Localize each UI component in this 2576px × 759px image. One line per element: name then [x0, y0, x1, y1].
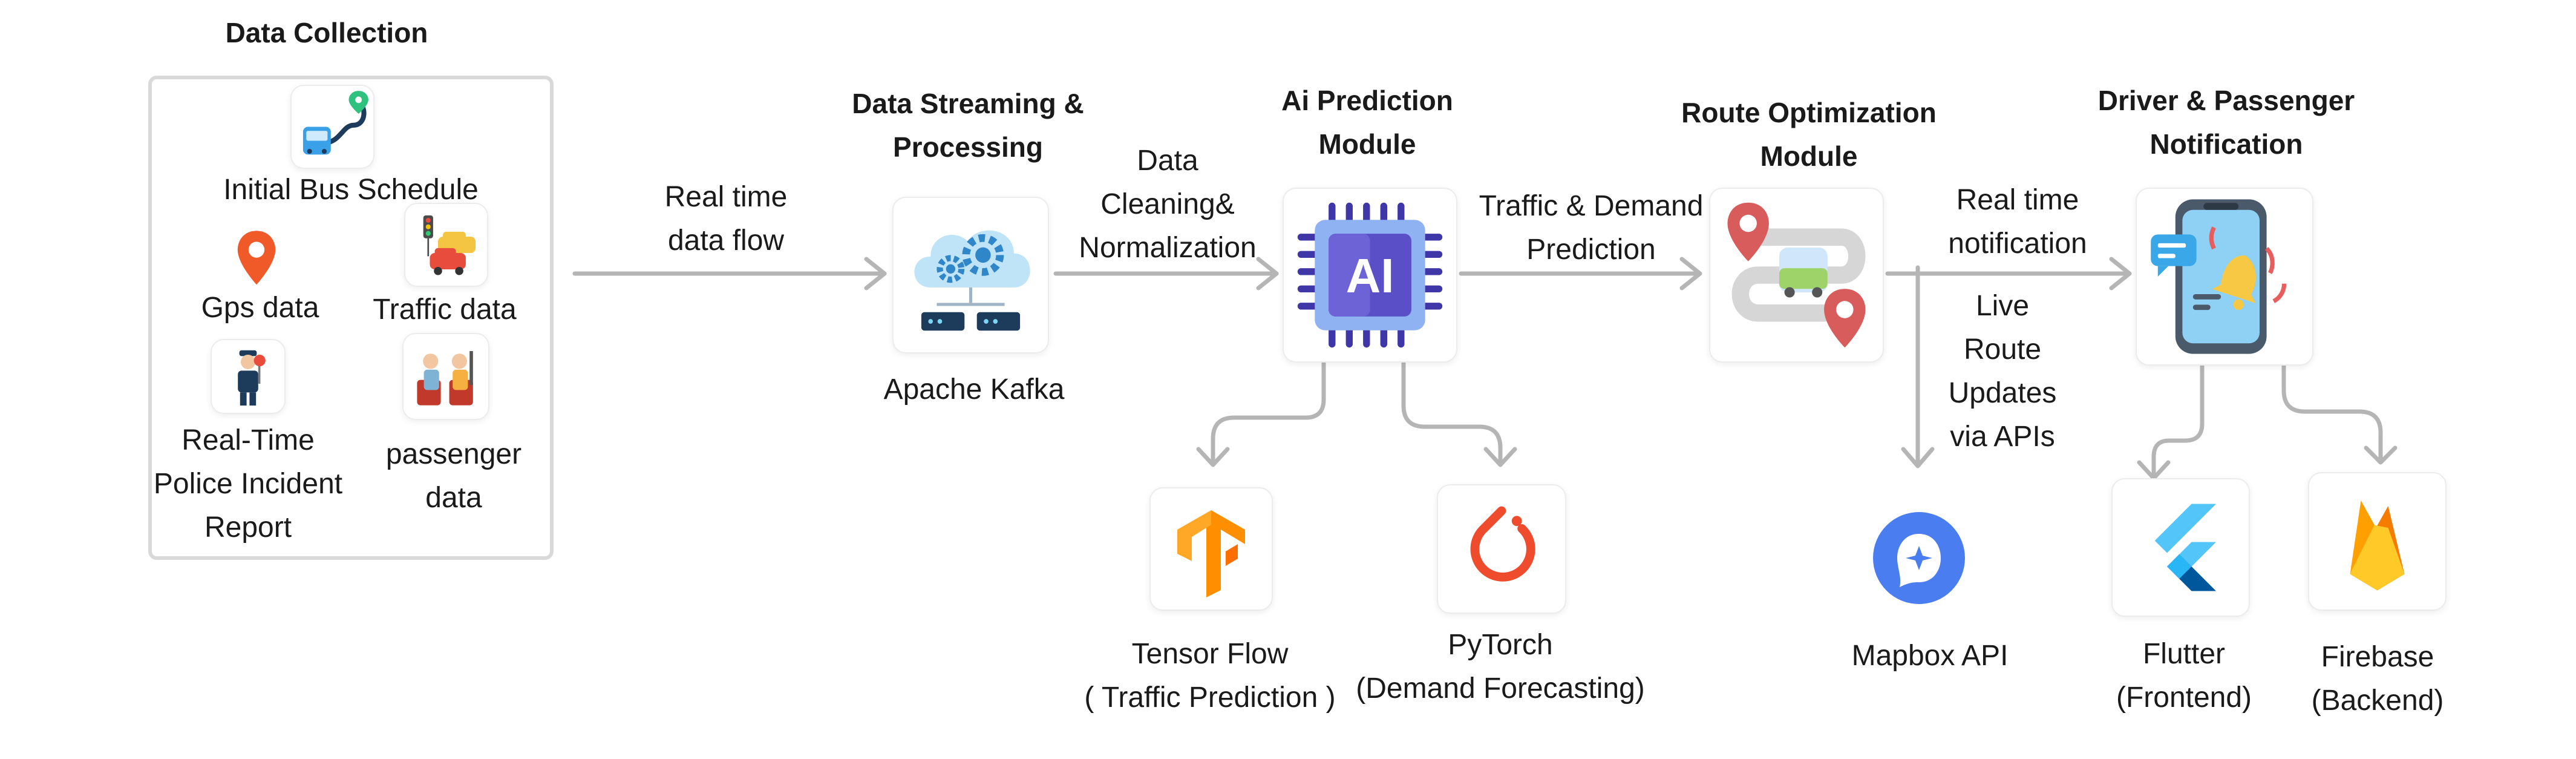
- firebase-line2: (Backend): [2311, 685, 2444, 717]
- realtime-notification-line1: Real time: [1956, 184, 2079, 216]
- notification-title-line1: Driver & Passenger: [2097, 85, 2355, 116]
- arrow-prediction-to-routing: [1459, 257, 1702, 291]
- tensorflow-icon: [1149, 487, 1273, 611]
- realtime-notification-label: Real time notification: [1912, 179, 2123, 266]
- arrow-routing-to-notification: [1885, 257, 2132, 291]
- streaming-title-line1: Data Streaming &: [852, 88, 1084, 119]
- realtime-notification-line2: notification: [1948, 228, 2087, 260]
- arrow-notification-to-flutter: [2137, 362, 2205, 481]
- routing-title: Route Optimization Module: [1670, 91, 1948, 178]
- streaming-title-line2: Processing: [893, 131, 1043, 163]
- collection-title: Data Collection: [225, 17, 428, 48]
- cleaning-label: Data Cleaning& Normalization: [1059, 139, 1277, 270]
- arrow-notification-to-firebase: [2281, 358, 2398, 465]
- passenger-label-line2: data: [425, 482, 482, 514]
- live-updates-line2: Route: [1963, 334, 2042, 366]
- routing-title-line2: Module: [1760, 140, 1858, 172]
- streaming-title: Data Streaming & Processing: [829, 82, 1107, 169]
- passenger-label-line1: passenger: [385, 438, 522, 470]
- traffic-demand-line2: Prediction: [1526, 234, 1656, 266]
- tensorflow-line1: Tensor Flow: [1131, 638, 1289, 670]
- arrow-streaming-to-prediction: [1053, 257, 1279, 291]
- firebase-line1: Firebase: [2321, 641, 2434, 673]
- phone-notification-icon: [2136, 188, 2313, 366]
- firebase-label: Firebase (Backend): [2287, 636, 2468, 723]
- prediction-title-line1: Ai Prediction: [1281, 85, 1453, 116]
- police-label-line3: Report: [204, 511, 292, 544]
- tensorflow-line2: ( Traffic Prediction ): [1084, 682, 1336, 714]
- arrow-prediction-to-tensorflow: [1196, 356, 1326, 467]
- live-updates-line4: via APIs: [1950, 421, 2055, 453]
- arrow-prediction-to-pytorch: [1401, 356, 1517, 467]
- flutter-label: Flutter (Frontend): [2087, 632, 2281, 720]
- gps-pin-icon: [219, 221, 294, 296]
- flutter-line2: (Frontend): [2116, 682, 2252, 714]
- realtime-flow-line2: data flow: [667, 225, 785, 257]
- pytorch-label: PyTorch (Demand Forecasting): [1349, 623, 1652, 711]
- cleaning-line2: Cleaning&: [1100, 188, 1235, 220]
- traffic-demand-line1: Traffic & Demand: [1479, 190, 1704, 222]
- arrow-live-updates-to-mapbox: [1901, 265, 1935, 468]
- kafka-server-icon: [892, 197, 1049, 353]
- pytorch-icon: [1437, 484, 1566, 614]
- flutter-line1: Flutter: [2142, 638, 2226, 670]
- notification-title-line2: Notification: [2149, 128, 2303, 160]
- ai-chip-text: AI: [1346, 249, 1394, 303]
- realtime-flow-label: Real time data flow: [617, 176, 835, 263]
- live-updates-label: Live Route Updates via APIs: [1924, 284, 2081, 459]
- routing-title-line1: Route Optimization: [1681, 97, 1937, 128]
- police-label-line2: Police Incident: [153, 468, 343, 500]
- notification-title: Driver & Passenger Notification: [2081, 79, 2372, 166]
- mapbox-icon: [1857, 496, 1981, 620]
- police-label-line1: Real-Time: [181, 424, 315, 456]
- prediction-title: Ai Prediction Module: [1240, 79, 1494, 166]
- traffic-icon: [404, 203, 488, 287]
- traffic-label: Traffic data: [373, 294, 517, 326]
- gps-label: Gps data: [201, 292, 319, 324]
- cleaning-line1: Data: [1137, 145, 1198, 177]
- mapbox-label: Mapbox API: [1851, 640, 2009, 672]
- police-label: Real-Time Police Incident Report: [133, 419, 363, 550]
- pytorch-line2: (Demand Forecasting): [1356, 672, 1645, 705]
- bus-route-icon: [290, 85, 374, 169]
- police-officer-icon: [211, 339, 286, 414]
- bus-schedule-label: Initial Bus Schedule: [223, 174, 479, 206]
- prediction-title-line2: Module: [1318, 128, 1416, 160]
- route-map-icon: [1709, 188, 1884, 363]
- passengers-icon: [402, 333, 489, 420]
- live-updates-line3: Updates: [1948, 377, 2057, 409]
- pytorch-line1: PyTorch: [1448, 629, 1553, 661]
- realtime-flow-line1: Real time: [664, 181, 788, 213]
- traffic-demand-label: Traffic & Demand Prediction: [1464, 185, 1718, 272]
- arrow-collection-to-streaming: [572, 257, 887, 291]
- ai-chip-icon: AI: [1283, 188, 1457, 363]
- tensorflow-label: Tensor Flow ( Traffic Prediction ): [1065, 632, 1355, 720]
- collection-box: [148, 76, 554, 560]
- kafka-label: Apache Kafka: [883, 373, 1065, 406]
- live-updates-line1: Live: [1975, 290, 2030, 322]
- passenger-label: passenger data: [363, 433, 544, 520]
- cleaning-line3: Normalization: [1079, 232, 1257, 264]
- firebase-icon: [2308, 472, 2447, 611]
- flutter-icon: [2111, 478, 2250, 617]
